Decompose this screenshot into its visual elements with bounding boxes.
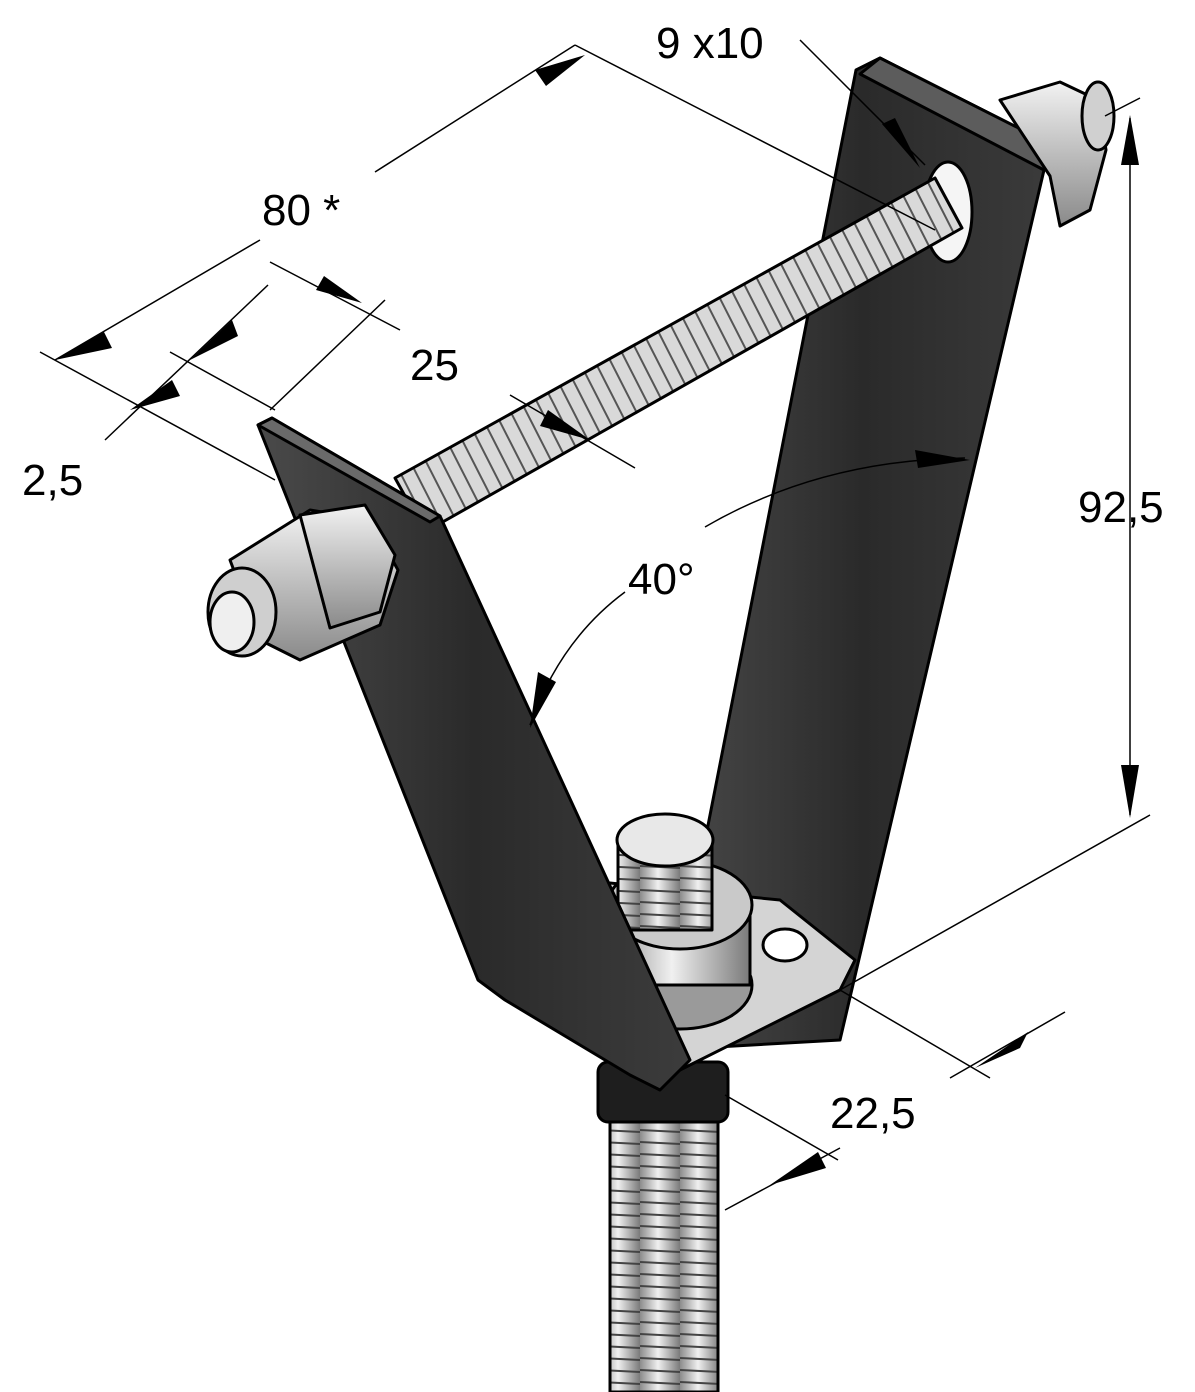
hole-size-label: 9 x10 <box>656 19 764 68</box>
base-width-label: 22,5 <box>830 1089 916 1138</box>
angle-label: 40° <box>628 555 695 604</box>
dimension-arrows <box>55 55 1139 1185</box>
dimension-labels: 9 x10 80 * 25 2,5 92,5 40° 22,5 <box>22 19 1164 1138</box>
left-nuts <box>206 503 400 662</box>
thickness-label: 2,5 <box>22 456 83 505</box>
bracket-width-label: 25 <box>410 341 459 390</box>
height-label: 92,5 <box>1078 483 1164 532</box>
hanging-threaded-rod <box>596 1060 730 1392</box>
right-nut <box>998 80 1116 228</box>
rod-length-label: 80 * <box>262 186 340 235</box>
base-hole <box>761 927 809 963</box>
